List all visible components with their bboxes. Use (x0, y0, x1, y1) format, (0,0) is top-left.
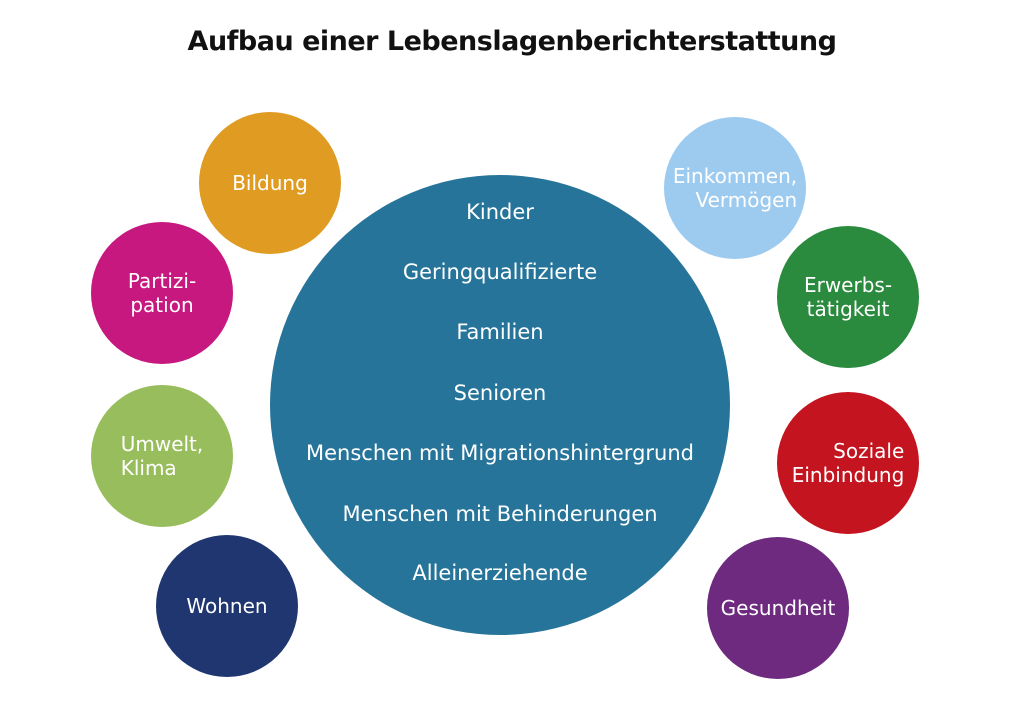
domain-circle-erwerbstaetigkeit: Erwerbs- tätigkeit (777, 226, 919, 368)
domain-label: Erwerbs- tätigkeit (803, 273, 893, 321)
domain-label: Einkommen, Vermögen (672, 164, 798, 212)
group-label: Geringqualifizierte (402, 260, 598, 284)
group-label: Menschen mit Migrationshintergrund (306, 441, 694, 465)
domain-label: Umwelt, Klima (120, 432, 204, 480)
group-label: Menschen mit Behinderungen (342, 502, 658, 526)
domain-label: Gesundheit (720, 596, 836, 620)
group-label: Senioren (453, 381, 547, 405)
domain-circle-einkommen: Einkommen, Vermögen (664, 117, 806, 259)
group-label: Kinder (466, 200, 534, 224)
domain-label: Partizi- pation (127, 269, 197, 317)
diagram-title: Aufbau einer Lebenslagenberichterstattun… (187, 26, 837, 57)
domain-circle-bildung: Bildung (199, 112, 341, 254)
center-circle (270, 175, 730, 635)
domain-label: Soziale Einbindung (791, 439, 905, 487)
group-label: Alleinerziehende (412, 561, 588, 585)
domain-circle-soziale-einbindung: Soziale Einbindung (777, 392, 919, 534)
domain-circle-umwelt: Umwelt, Klima (91, 385, 233, 527)
domain-circle-partizipation: Partizi- pation (91, 222, 233, 364)
group-label: Familien (456, 320, 544, 344)
domain-label: Bildung (232, 171, 308, 195)
domain-circle-gesundheit: Gesundheit (707, 537, 849, 679)
domain-label: Wohnen (186, 594, 268, 618)
domain-circle-wohnen: Wohnen (156, 535, 298, 677)
